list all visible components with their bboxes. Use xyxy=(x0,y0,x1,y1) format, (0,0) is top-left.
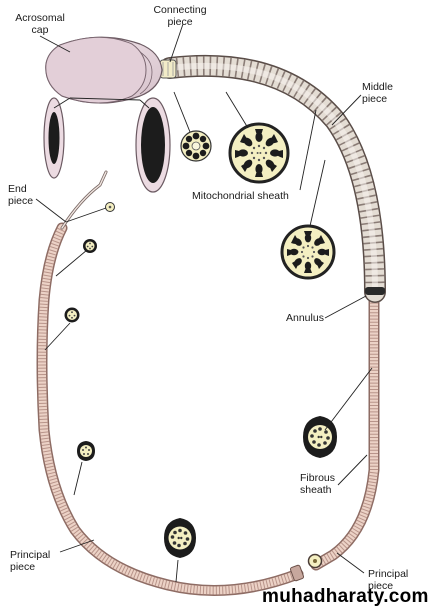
end-piece-section-3 xyxy=(64,307,80,323)
principal-piece-section-bottom xyxy=(164,518,196,558)
mitochondrial-sheath-label: Mitochondrial sheath xyxy=(192,190,289,202)
middle-piece-section-1 xyxy=(228,122,290,184)
principal-piece-label-right: Principal piece xyxy=(368,568,409,592)
middle-piece-section-2 xyxy=(280,224,336,280)
annulus-label: Annulus xyxy=(286,312,324,324)
head-section-large xyxy=(135,97,171,193)
connecting-piece-section xyxy=(180,130,212,162)
middle-piece-label: Middle piece xyxy=(362,81,393,105)
acrosomal-cap-shape xyxy=(45,36,147,104)
annulus-ring xyxy=(365,287,385,295)
watermark: muhadharaty.com xyxy=(262,586,429,607)
acrosomal-cap-label: Acrosomal cap xyxy=(15,12,65,36)
principal-piece-section-right xyxy=(303,416,337,458)
connecting-piece xyxy=(159,59,177,79)
connecting-piece-label: Connecting piece xyxy=(153,4,207,28)
middle-piece xyxy=(159,54,386,303)
end-piece-label: End piece xyxy=(8,183,34,207)
sperm-head xyxy=(45,36,163,104)
principal-piece-label-left: Principal piece xyxy=(10,549,51,573)
end-piece-section-2 xyxy=(83,239,97,253)
fibrous-sheath-label: Fibrous sheath xyxy=(300,472,336,496)
leader-lines xyxy=(35,23,373,583)
end-piece-section-1 xyxy=(105,202,115,212)
principal-piece-section-left xyxy=(77,441,95,461)
head-section-small xyxy=(43,97,65,179)
principal-piece-tail xyxy=(36,170,380,596)
